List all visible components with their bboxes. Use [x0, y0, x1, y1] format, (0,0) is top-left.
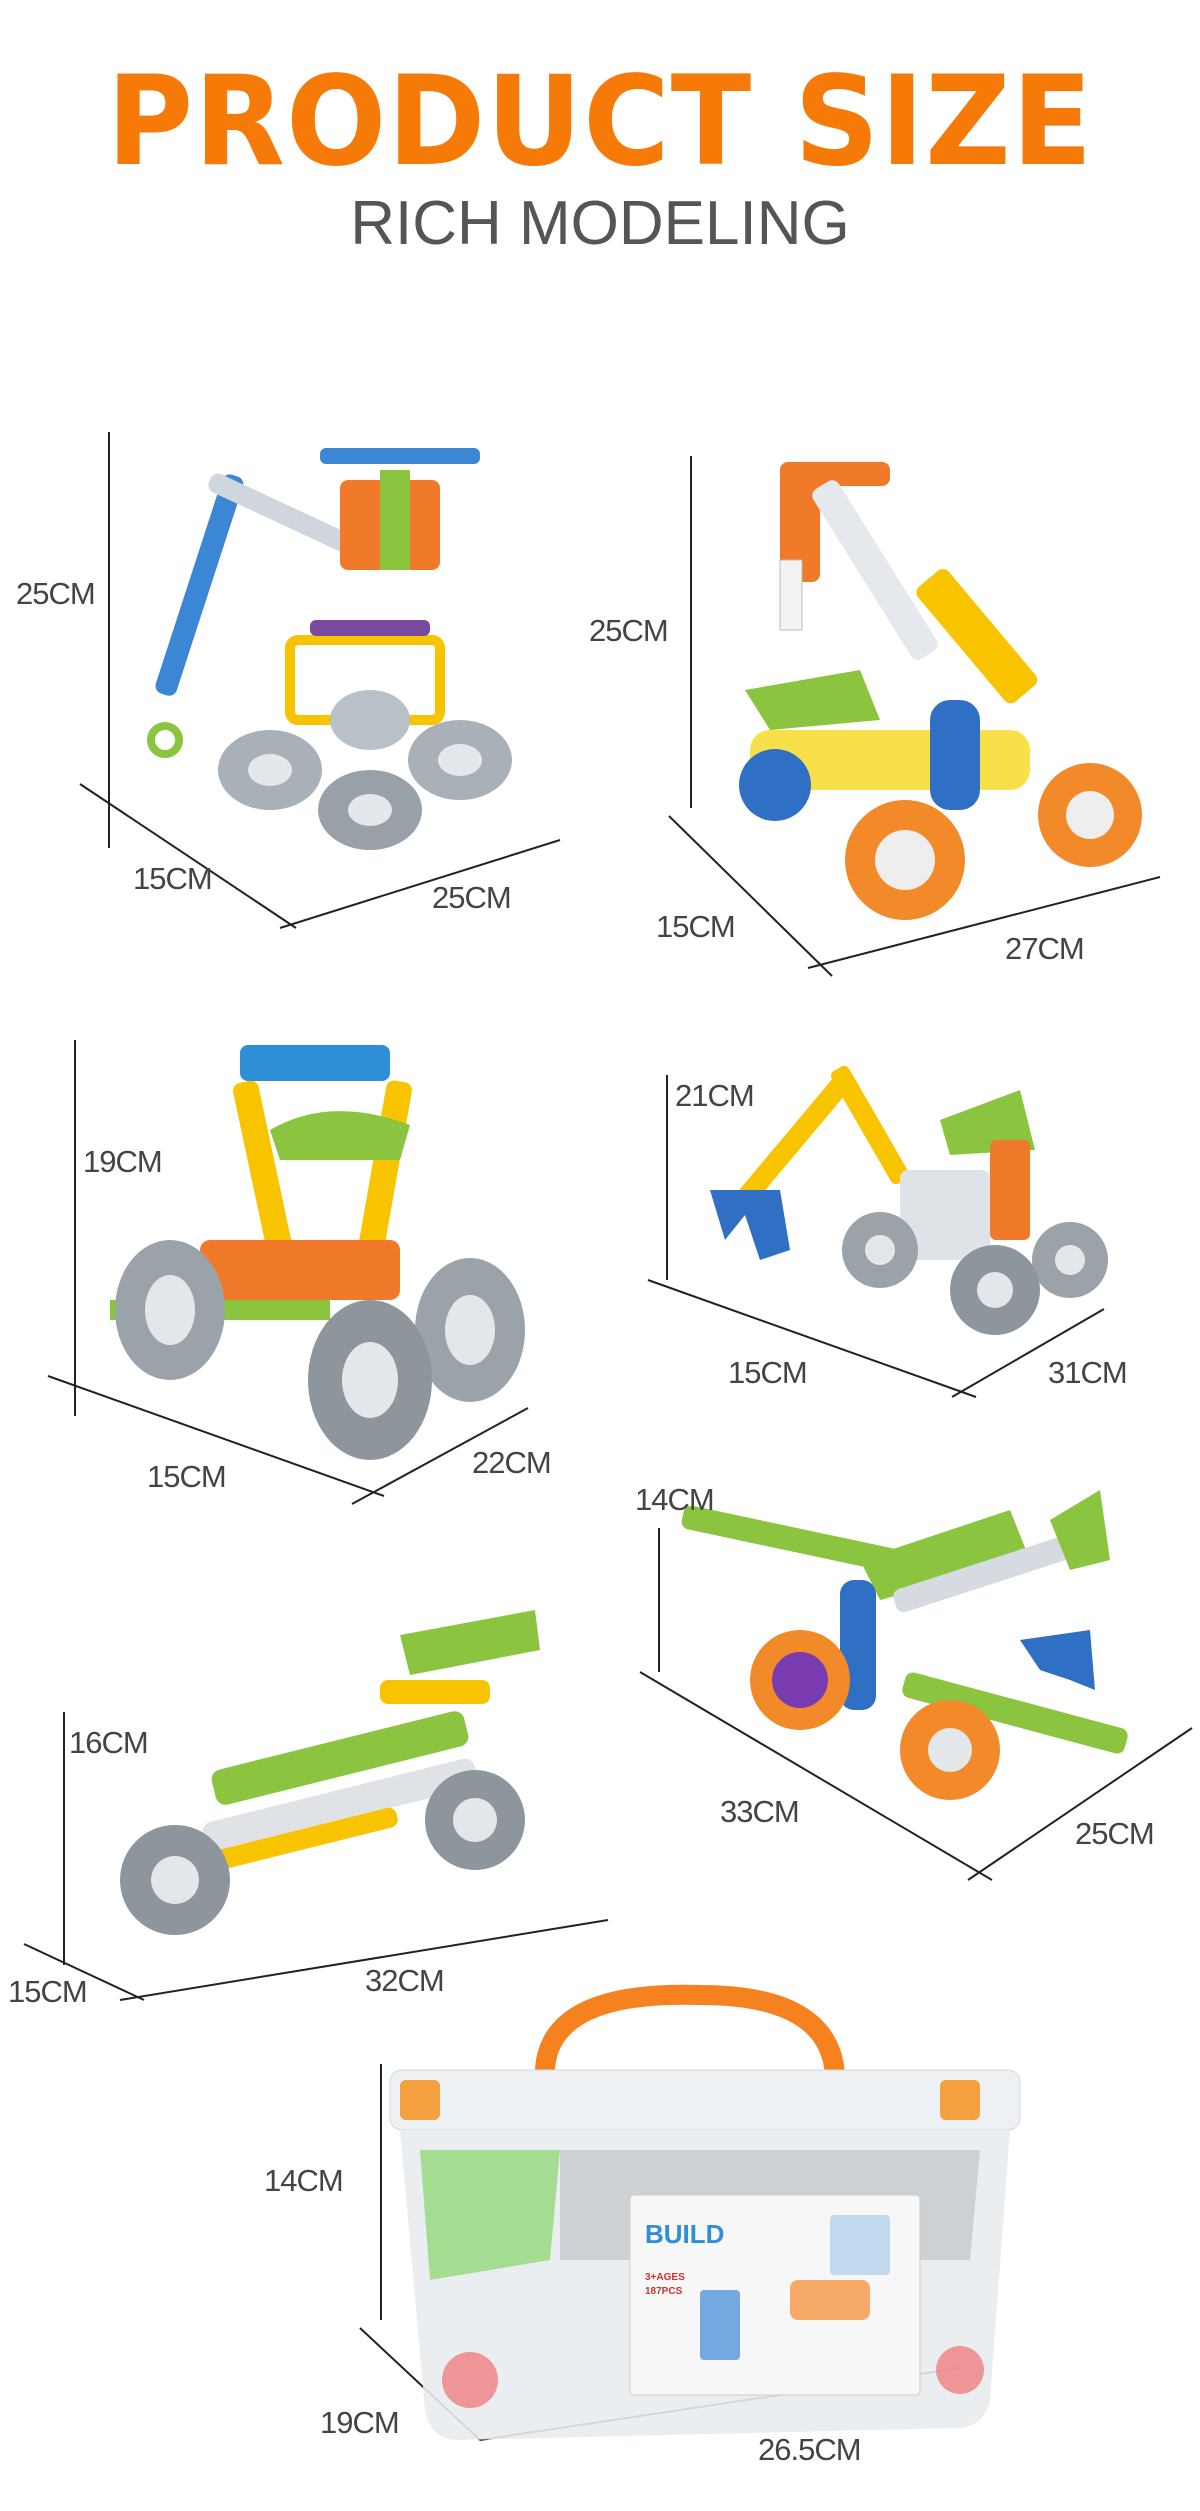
box-height: 14CM: [264, 2163, 344, 2198]
page-title: PRODUCT SIZE: [106, 48, 1094, 194]
model6-height: 16CM: [69, 1725, 149, 1760]
model1-height: 25CM: [16, 576, 96, 611]
model-race-car: [120, 1610, 540, 1935]
model-buggy: [110, 1045, 525, 1460]
model-excavator: [710, 1065, 1108, 1335]
model-crane-truck: [739, 462, 1142, 920]
model3-height: 19CM: [83, 1144, 163, 1179]
storage-box: [389, 1984, 1021, 2440]
model2-height: 25CM: [589, 613, 669, 648]
model1-depth: 15CM: [133, 861, 213, 896]
model-crane-robot: [147, 448, 512, 850]
model1-width: 25CM: [432, 880, 512, 915]
model4-height: 21CM: [675, 1078, 755, 1113]
model-airplane: [681, 1490, 1128, 1800]
model2-depth: 15CM: [656, 909, 736, 944]
model6-width: 32CM: [365, 1963, 445, 1998]
model4-width: 31CM: [1048, 1355, 1128, 1390]
model4-depth: 15CM: [728, 1355, 808, 1390]
model3-depth: 15CM: [147, 1459, 227, 1494]
box-ages: 3+AGES: [645, 2272, 685, 2283]
model5-width: 25CM: [1075, 1816, 1155, 1851]
box-width: 26.5CM: [758, 2432, 862, 2467]
model6-depth: 15CM: [8, 1974, 88, 2009]
model2-width: 27CM: [1005, 931, 1085, 966]
box-logo: BUILD: [645, 2219, 724, 2249]
model5-depth: 33CM: [720, 1794, 800, 1829]
model5-height: 14CM: [635, 1482, 715, 1517]
box-pieces: 187PCS: [645, 2286, 683, 2297]
box-depth: 19CM: [320, 2405, 400, 2440]
model3-width: 22CM: [472, 1445, 552, 1480]
page-subtitle: RICH MODELING: [350, 189, 850, 258]
